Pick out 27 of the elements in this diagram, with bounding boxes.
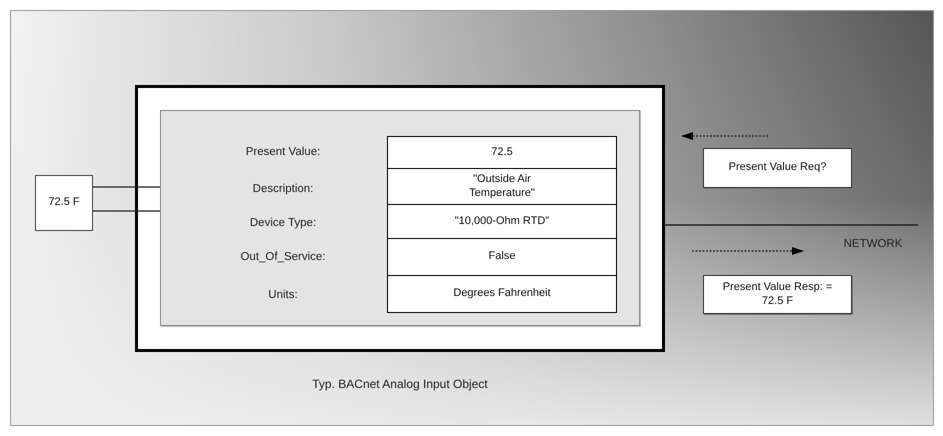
field-label: Device Type: bbox=[250, 217, 316, 229]
object-caption: Typ. BACnet Analog Input Object bbox=[311, 377, 489, 392]
wire-line bbox=[93, 186, 160, 188]
wire-line bbox=[93, 210, 160, 212]
sensor-box bbox=[35, 175, 93, 231]
value-cell bbox=[387, 275, 617, 313]
cell-text: 72.5 bbox=[490, 146, 514, 160]
cell-text: Present Value Req? bbox=[728, 161, 828, 175]
cell-text: False bbox=[488, 250, 516, 264]
field-label: Units: bbox=[268, 289, 298, 301]
cell-text: 72.5 F bbox=[47, 196, 81, 210]
network-label: NETWORK bbox=[844, 238, 902, 250]
value-cell bbox=[387, 136, 617, 169]
field-label: Out_Of_Service: bbox=[240, 251, 326, 263]
inner-panel bbox=[160, 110, 640, 326]
cell-text: "Outside Air Temperature" bbox=[468, 173, 536, 200]
cell-text: Present Value Resp: = 72.5 F bbox=[722, 281, 834, 308]
field-label: Description: bbox=[252, 183, 314, 195]
cell-text: Degrees Fahrenheit bbox=[452, 287, 552, 301]
value-cell bbox=[387, 238, 617, 276]
response-box bbox=[703, 275, 852, 314]
field-label: Present Value: bbox=[246, 146, 320, 158]
value-cell bbox=[387, 168, 617, 205]
value-cell bbox=[387, 204, 617, 239]
request-box bbox=[703, 148, 852, 188]
network-line bbox=[665, 224, 918, 226]
cell-text: "10,000-Ohm RTD" bbox=[454, 214, 550, 228]
